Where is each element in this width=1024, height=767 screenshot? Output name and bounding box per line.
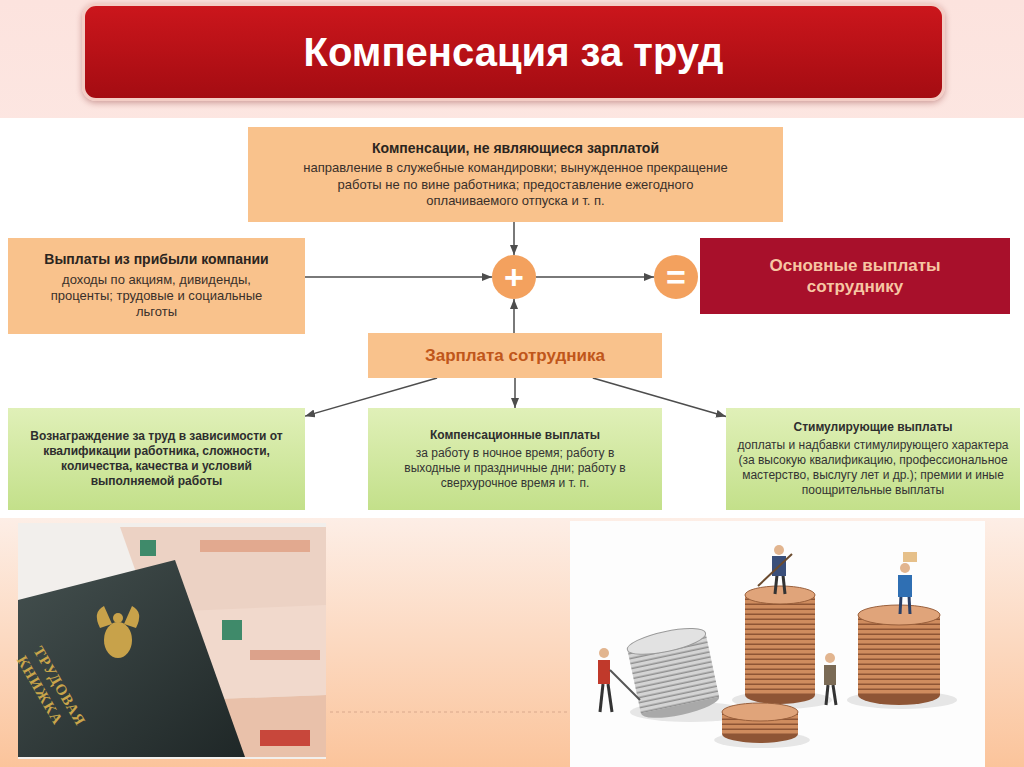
circle-shape	[654, 255, 698, 299]
worker-figurines	[900, 563, 910, 573]
box-text: доходы по акциям, дивиденды, проценты; т…	[32, 272, 282, 321]
worker-figurines	[599, 648, 609, 658]
circle-shape	[492, 255, 536, 299]
workbook-photo	[113, 613, 123, 623]
workbook-photo	[97, 606, 139, 628]
workbook-photo	[250, 650, 320, 660]
operator-symbol: =	[666, 260, 686, 294]
worker-figurines	[758, 554, 792, 586]
worker-figurines	[909, 596, 910, 614]
category-box: Компенсационные выплаты за работу в ночно…	[368, 408, 662, 510]
coins-photo	[625, 623, 707, 659]
coins-photo	[745, 595, 815, 695]
operator-symbol: +	[504, 260, 524, 294]
box-heading: Зарплата сотрудника	[425, 345, 605, 366]
slide-title: Компенсация за труд	[304, 27, 724, 77]
worker-figurines	[825, 653, 835, 663]
box-text: доплаты и надбавки стимулирующего характ…	[736, 438, 1010, 498]
worker-figurines	[775, 575, 777, 594]
worker-figurines	[610, 670, 640, 700]
box-text: направление в служебные командировки; вы…	[301, 160, 731, 209]
plus-circle: +	[492, 255, 536, 299]
worker-figurines	[903, 552, 917, 562]
box-text: за работу в ночное время; работу в выход…	[390, 446, 640, 491]
worker-figurines	[783, 575, 785, 594]
worker-figurines	[898, 575, 912, 597]
equals-circle: =	[654, 255, 698, 299]
arrow-connector	[514, 378, 516, 408]
box-heading: Основные выплаты сотруднику	[750, 255, 960, 298]
workbook-photo	[140, 540, 156, 556]
coins-photo	[858, 615, 940, 695]
result-box: Основные выплаты сотруднику	[700, 238, 1010, 314]
workbook-photo	[104, 622, 132, 658]
box-heading: Компенсации, не являющиеся зарплатой	[372, 140, 659, 158]
box-heading: Стимулирующие выплаты	[793, 420, 952, 435]
slide-ground	[0, 118, 1024, 518]
workbook-photo	[222, 620, 242, 640]
coins-photo	[625, 623, 721, 723]
worker-figurines	[774, 545, 784, 555]
worker-figurines	[900, 596, 901, 614]
worker-figurines	[826, 685, 828, 705]
worker-figurines	[600, 684, 603, 712]
worker-figurines	[598, 545, 917, 712]
coins-photo	[570, 521, 985, 767]
worker-figurines	[833, 685, 836, 705]
title-banner: Компенсация за труд	[82, 3, 945, 101]
salary-box: Зарплата сотрудника	[368, 333, 662, 378]
arrow-connector	[513, 222, 515, 255]
input-box: Компенсации, не являющиеся зарплатой напр…	[248, 127, 783, 222]
arrow-connector	[305, 276, 492, 278]
worker-figurines	[598, 660, 610, 684]
connectors	[305, 222, 726, 417]
workbook-photo	[260, 730, 310, 746]
box-heading: Выплаты из прибыли компании	[44, 251, 268, 269]
worker-figurines	[824, 665, 836, 685]
category-box: Стимулирующие выплаты доплаты и надбавки …	[726, 408, 1020, 510]
arrow-connector	[536, 276, 654, 278]
arrow-connector	[513, 299, 515, 333]
input-box: Выплаты из прибыли компании доходы по акц…	[8, 238, 305, 334]
box-heading: Компенсационные выплаты	[430, 428, 600, 443]
box-heading: Вознаграждение за труд в зависимости от …	[24, 429, 289, 489]
category-box: Вознаграждение за труд в зависимости от …	[8, 408, 305, 510]
slide-ground	[0, 518, 1024, 767]
coins-photo	[722, 703, 798, 721]
slide-ground	[330, 712, 568, 713]
workbook-photo	[200, 540, 310, 552]
worker-figurines	[608, 684, 612, 712]
coins-photo	[570, 521, 985, 767]
coins-photo	[745, 586, 815, 604]
